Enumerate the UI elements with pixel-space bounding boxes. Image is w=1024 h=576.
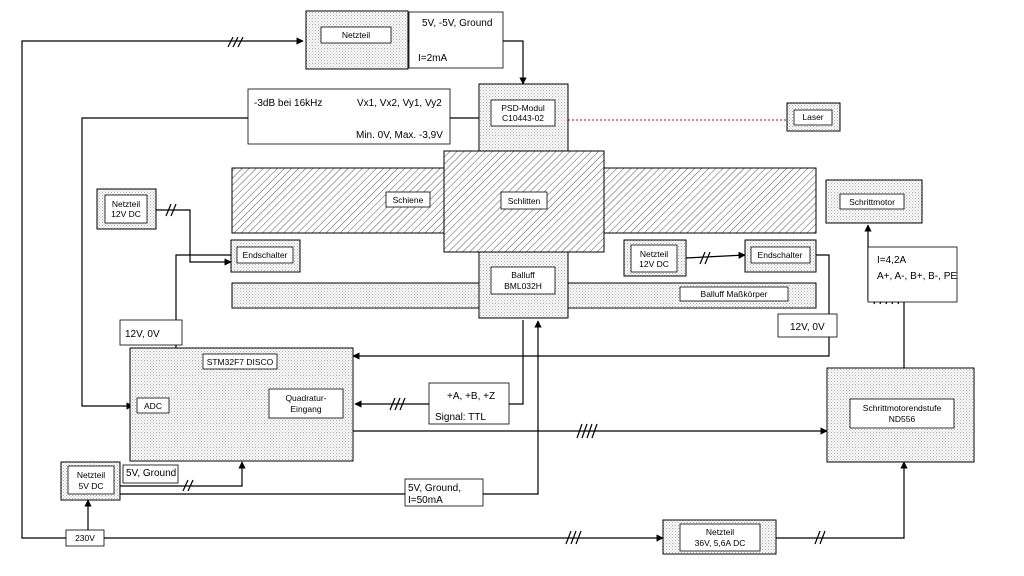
endschalter-left-label: Endschalter [243, 250, 288, 260]
wire-12v-to-endschalter-left [156, 209, 232, 266]
balluff-label-1: Balluff [511, 270, 535, 280]
label-boxes [65, 26, 955, 552]
note-psd-1: -3dB bei 16kHz [254, 98, 322, 109]
netzteil-12v-right-label-2: 12V DC [639, 259, 669, 269]
note-motor-1: I=4,2A [877, 255, 907, 266]
schlitten-label: Schlitten [508, 196, 541, 206]
schiene-label: Schiene [393, 195, 424, 205]
netzteil-12v-right-label-1: Netzteil [640, 249, 668, 259]
adc-label: ADC [144, 401, 162, 411]
netzteil-36v-label-1: Netzteil [706, 527, 734, 537]
note-balluff-supply-2: I=50mA [408, 495, 443, 506]
netzteil-5v-label-2: 5V DC [78, 481, 103, 491]
psd-label-1: PSD-Modul [501, 103, 545, 113]
wire-endschalter-left-to-stm [175, 254, 231, 350]
note-quad-1: +A, +B, +Z [447, 391, 495, 402]
endschalter-right-label: Endschalter [758, 250, 803, 260]
endstufe-label-1: Schrittmotorendstufe [863, 403, 942, 413]
note-12v-left: 12V, 0V [125, 329, 160, 340]
note-quad-2: Signal: TTL [435, 412, 486, 423]
annotation-boxes [119, 11, 958, 507]
wire-36v-to-endstufe [776, 461, 908, 539]
note-5v-ground: 5V, Ground [126, 468, 176, 479]
v230-label: 230V [75, 533, 95, 543]
netzteil-5v-label-1: Netzteil [77, 470, 105, 480]
endstufe-label-2: ND556 [889, 414, 916, 424]
wire-endschalter-right-to-stm [352, 254, 830, 360]
stm32-label: STM32F7 DISCO [207, 357, 274, 367]
note-12v-right: 12V, 0V [790, 322, 825, 333]
quadratur-label-2: Eingang [290, 404, 321, 414]
note-motor-2: A+, A-, B+, B-, PE [877, 271, 957, 282]
netzteil-12v-left-label-2: 12V DC [111, 209, 141, 219]
schrittmotor-label: Schrittmotor [849, 197, 895, 207]
netzteil-12v-left-label-1: Netzteil [112, 199, 140, 209]
netzteil-top-label: Netzteil [342, 30, 370, 40]
wire-balluff-to-quadratur [354, 320, 524, 408]
balluff-label-2: BML032H [504, 281, 542, 291]
netzteil-36v-label-2: 36V, 5,6A DC [695, 538, 746, 548]
psd-label-2: C10443-02 [502, 113, 544, 123]
laser-label: Laser [802, 112, 823, 122]
wire-5v-to-stm [120, 461, 246, 487]
schiene-right [603, 167, 817, 234]
wire-12v-to-endschalter-right [685, 251, 746, 259]
note-top-supply-2: I=2mA [418, 53, 448, 64]
wire-5v-to-balluff [120, 320, 542, 495]
note-psd-3: Min. 0V, Max. -3,9V [356, 130, 443, 141]
note-balluff-supply-1: 5V, Ground, [408, 483, 461, 494]
quadratur-label-1: Quadratur- [285, 393, 326, 403]
wire-230v-to-netzteil-top [21, 37, 304, 539]
balluff-massk-label: Balluff Maßkörper [701, 289, 768, 299]
note-psd-2: Vx1, Vx2, Vy1, Vy2 [357, 98, 442, 109]
note-top-supply-1: 5V, -5V, Ground [422, 18, 492, 29]
